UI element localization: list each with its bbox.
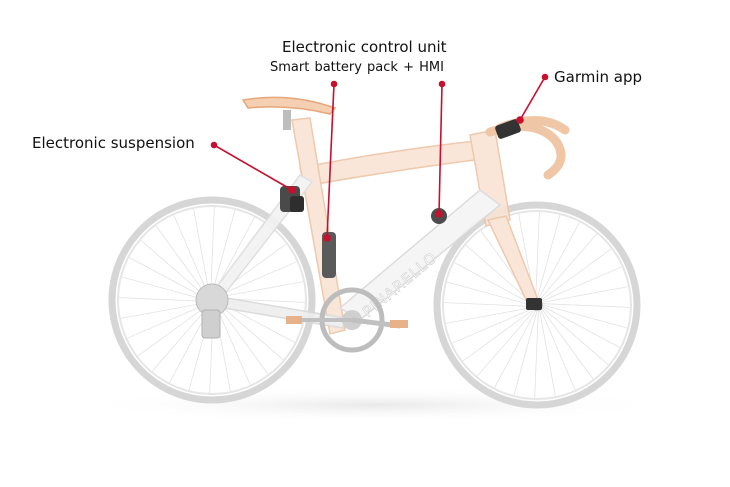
spoke <box>476 310 535 377</box>
spoke <box>137 304 209 357</box>
callouts <box>210 73 549 242</box>
spoke <box>539 310 556 397</box>
spoke <box>540 309 576 390</box>
spoke <box>534 310 539 398</box>
spoke <box>542 307 609 366</box>
spoke <box>193 208 210 295</box>
spoke <box>445 307 532 324</box>
crankset <box>286 287 408 353</box>
spoke <box>542 286 629 303</box>
spoke <box>140 239 207 298</box>
spoke <box>462 309 534 362</box>
spoke <box>541 308 594 380</box>
rear-derailleur <box>195 283 229 339</box>
spoke <box>217 302 284 361</box>
spoke <box>120 302 207 319</box>
label-garmin-app: Garmin app <box>554 68 643 86</box>
spoke <box>541 266 622 302</box>
spoke <box>444 302 532 307</box>
garmin-mount <box>495 119 521 139</box>
spoke <box>121 276 207 301</box>
spoke <box>155 225 208 297</box>
spoke <box>542 305 620 348</box>
spoke <box>539 233 598 300</box>
label-battery-hmi: Smart battery pack + HMI <box>270 60 444 75</box>
spoke <box>540 248 612 301</box>
electronic-suspension-unit <box>280 186 304 212</box>
spoke <box>215 304 251 385</box>
spoke <box>454 262 532 305</box>
spoke <box>535 212 540 300</box>
spoke <box>216 303 269 375</box>
spoke <box>211 209 236 295</box>
spoke <box>173 215 209 296</box>
saddle <box>241 96 337 130</box>
spoke <box>536 214 561 300</box>
spoke <box>216 261 297 297</box>
spoke <box>513 310 538 396</box>
label-electronic-suspension: Electronic suspension <box>32 134 195 152</box>
spoke <box>542 304 628 329</box>
front-wheel <box>433 201 641 409</box>
front-hub-sensor <box>526 298 542 310</box>
spoke <box>129 257 207 300</box>
spoke <box>151 305 210 372</box>
spoke <box>542 303 630 308</box>
spoke <box>452 308 533 344</box>
label-electronic-control-unit: Electronic control unit <box>282 38 447 56</box>
spoke <box>537 222 580 300</box>
spoke <box>127 303 208 339</box>
spoke <box>446 281 532 306</box>
spoke <box>210 207 215 295</box>
spoke <box>465 244 532 303</box>
spoke <box>119 297 207 302</box>
battery-pack <box>322 232 336 278</box>
spoke <box>494 310 537 388</box>
spoke <box>217 281 304 298</box>
